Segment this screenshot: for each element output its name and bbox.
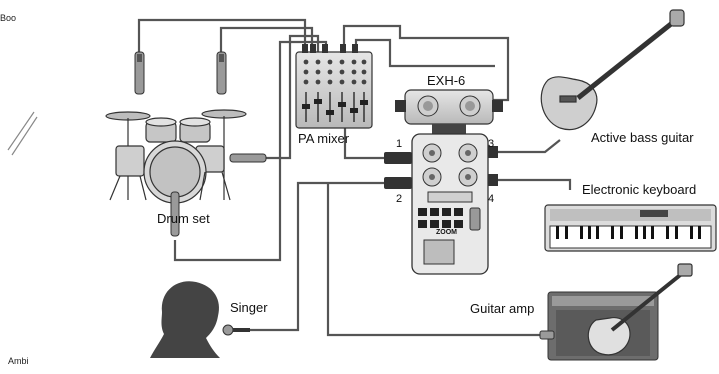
keyboard-cable <box>495 180 570 190</box>
drum-set-label: Drum set <box>157 211 210 226</box>
guitar-amp-label: Guitar amp <box>470 301 534 316</box>
recorder-icon <box>412 134 488 274</box>
singer-icon <box>150 281 220 358</box>
input-4-label: 4 <box>488 193 494 205</box>
fragment-stand <box>8 112 37 155</box>
mixer-to-input1-cable <box>345 128 385 158</box>
amp-mic <box>540 331 554 339</box>
input-1-label: 1 <box>396 138 402 150</box>
active-bass-guitar-label: Active bass guitar <box>591 130 694 145</box>
recorder-brand-label: ZOOM <box>436 229 457 236</box>
singer-mic <box>223 325 250 335</box>
overhead-mic-right <box>217 52 226 94</box>
exh6-capsule-icon <box>395 90 503 134</box>
electronic-keyboard-icon <box>545 205 716 251</box>
pa-mixer-label: PA mixer <box>298 131 349 146</box>
singer-mic-cable <box>248 183 385 330</box>
snare-mic <box>230 154 266 162</box>
edge-fragment-bottom-left: Ambi <box>8 356 29 366</box>
active-bass-guitar-icon <box>541 10 684 130</box>
input-2-label: 2 <box>396 193 402 205</box>
drum-set-icon <box>106 110 246 203</box>
overhead-mic-left <box>135 52 144 94</box>
pa-mixer-icon <box>296 44 372 128</box>
input-3-label: 3 <box>488 138 494 150</box>
bass-cable <box>495 140 560 152</box>
edge-fragment-top-left: Boo <box>0 13 16 23</box>
mixer-output-cable <box>356 40 495 66</box>
singer-label: Singer <box>230 300 268 315</box>
electronic-keyboard-label: Electronic keyboard <box>582 182 696 197</box>
exh6-label: EXH-6 <box>427 73 465 88</box>
